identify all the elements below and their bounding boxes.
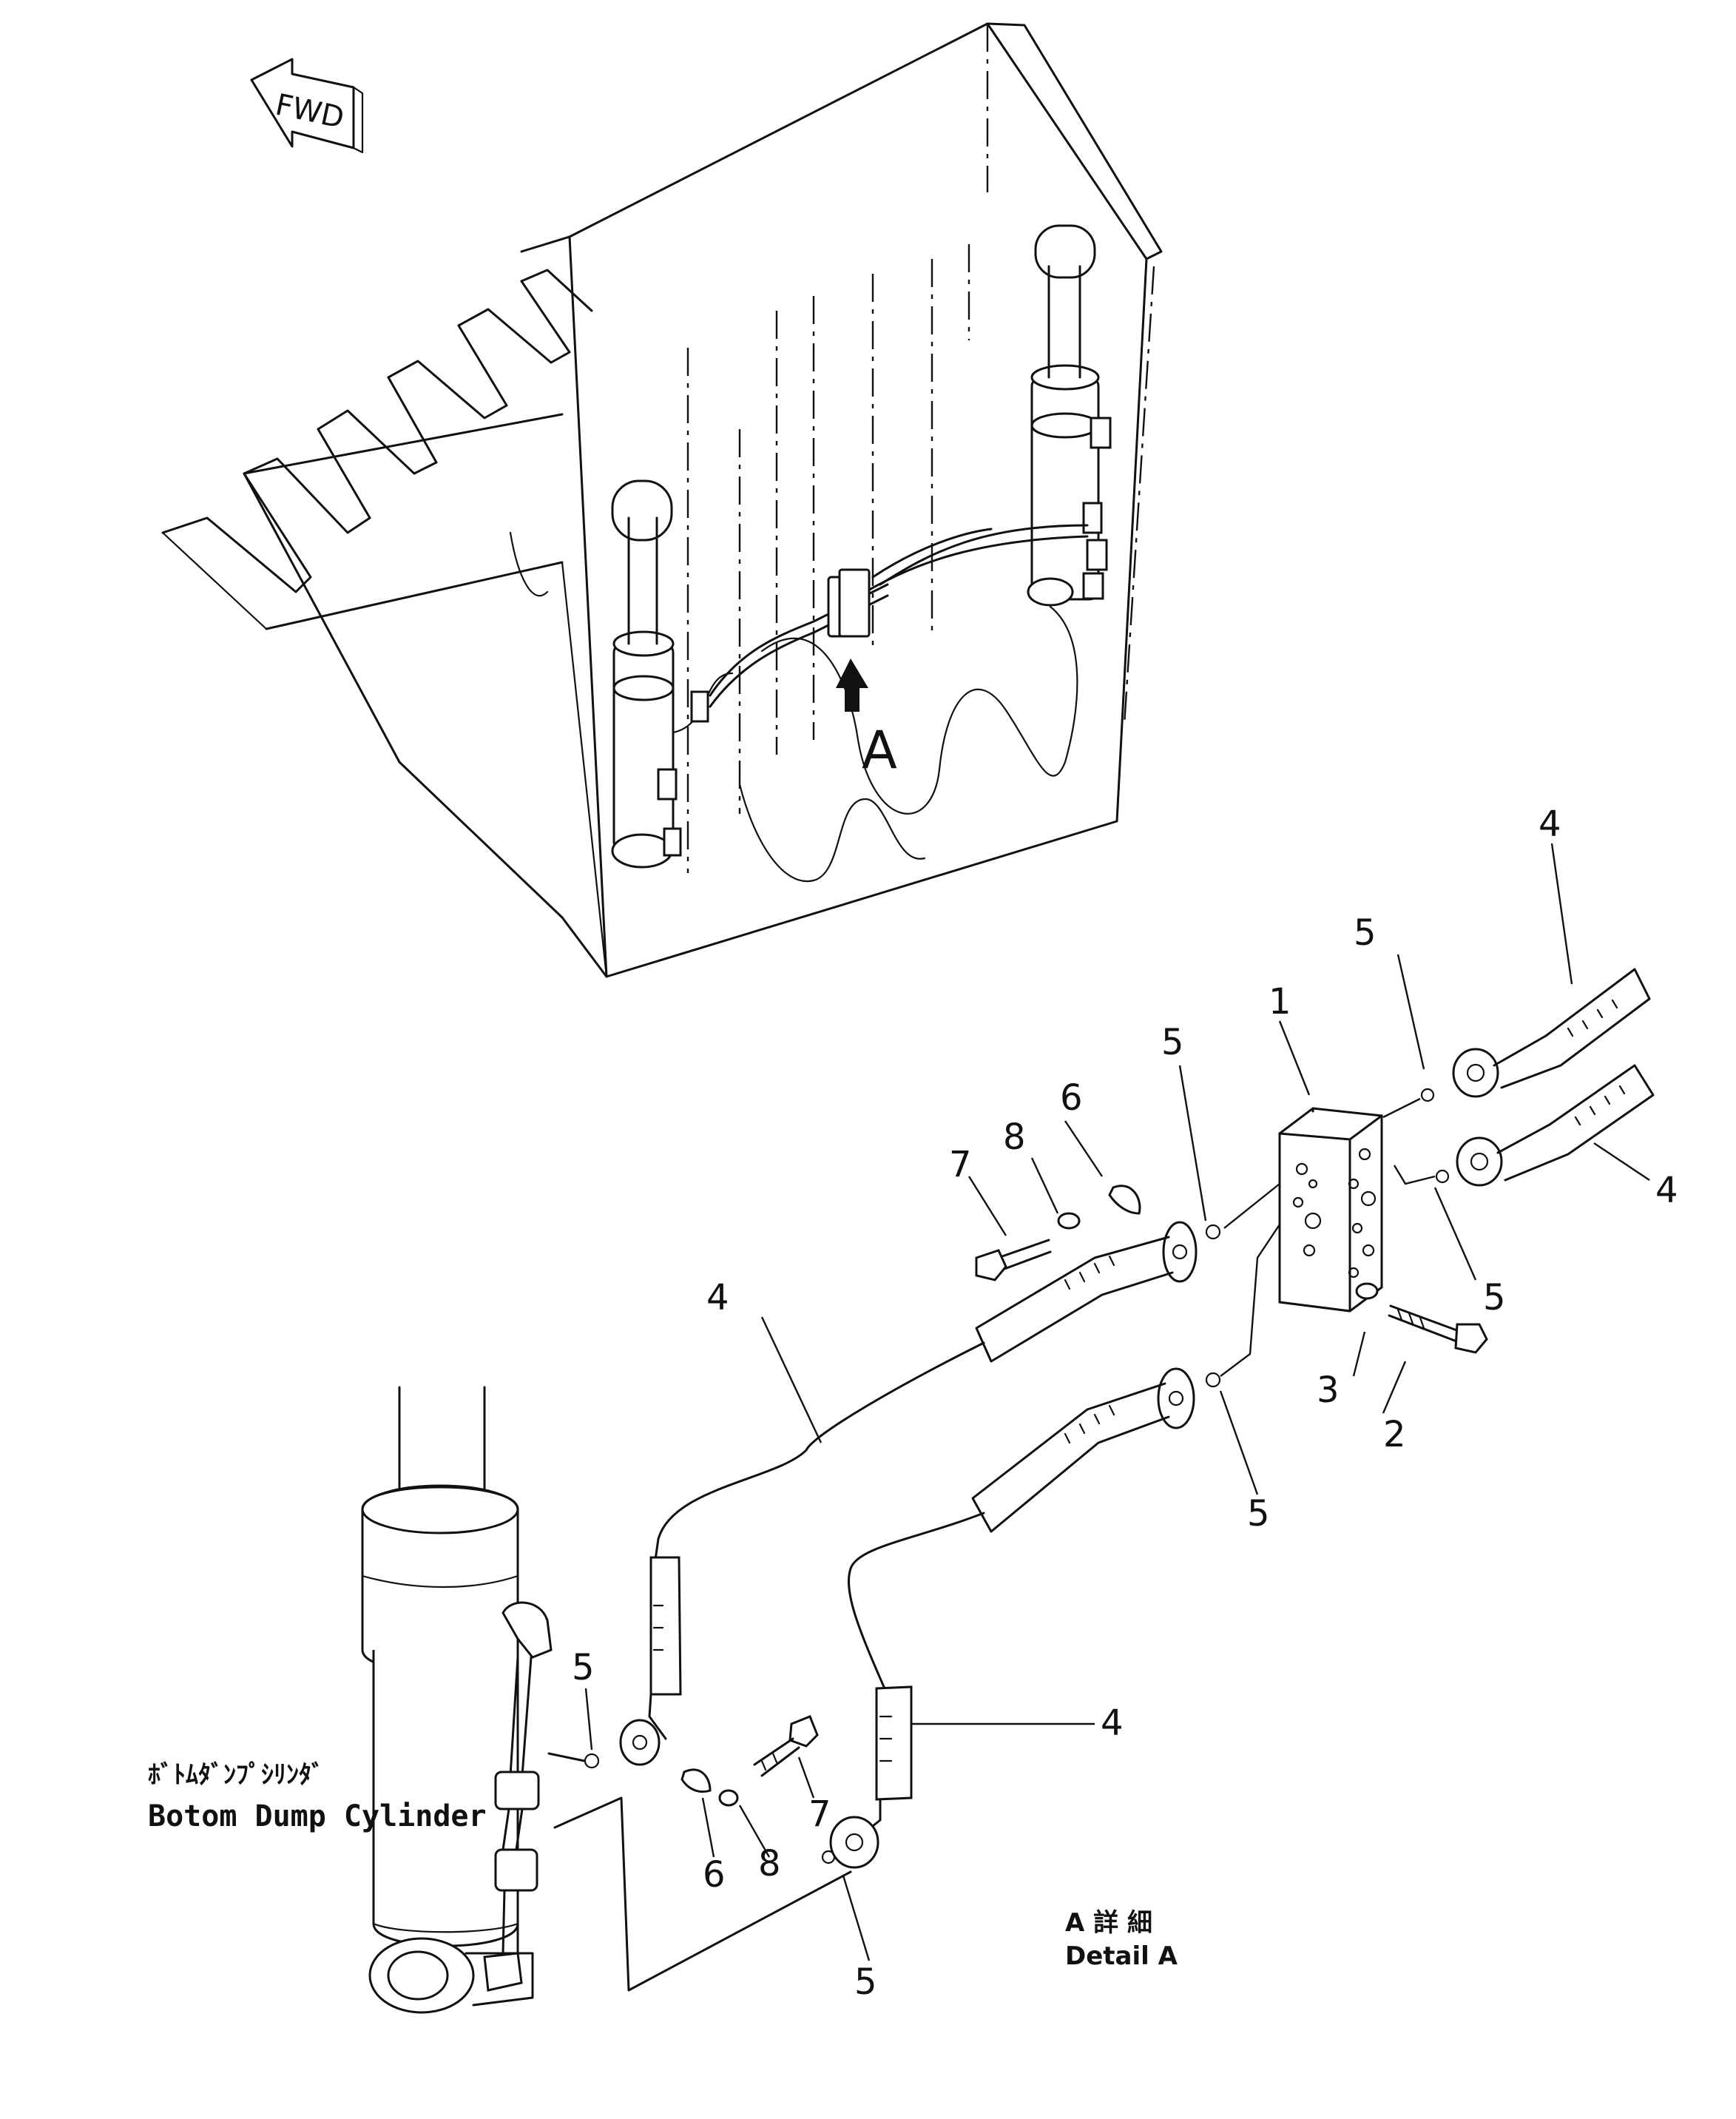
callout-1: 1 <box>1269 981 1291 1023</box>
callout-5-cyl: 5 <box>572 1647 595 1688</box>
view-marker-a: A <box>862 720 897 781</box>
fwd-label: FWD <box>272 88 347 135</box>
callout-5-upper-mid: 5 <box>1161 1022 1184 1063</box>
callout-2: 2 <box>1383 1414 1406 1455</box>
bottom-dump-cylinder <box>361 1386 852 2014</box>
callout-5-mid: 5 <box>1247 1493 1270 1534</box>
detail-label-en: Detail A <box>1065 1941 1178 1971</box>
callout-8-lower: 8 <box>758 1843 781 1884</box>
callout-6-lower: 6 <box>703 1854 726 1896</box>
callout-7-lower: 7 <box>808 1793 831 1835</box>
fwd-arrow-icon: FWD <box>250 58 364 154</box>
clamp-6-lower <box>680 1768 712 1793</box>
cylinder-caption: ﾎﾞﾄﾑﾀﾞﾝﾌﾟｼﾘﾝﾀﾞ Botom Dump Cylinder <box>148 1760 487 1833</box>
hose-lower-middle <box>848 1224 1280 1688</box>
callout-4-right: 4 <box>1655 1170 1678 1211</box>
callout-7-upper: 7 <box>949 1144 972 1185</box>
detail-caption: A 詳 細 Detail A <box>1065 1908 1178 1971</box>
detail-label-jp: A 詳 細 <box>1065 1908 1152 1938</box>
callout-6-upper: 6 <box>1060 1077 1083 1119</box>
callout-3: 3 <box>1317 1370 1340 1411</box>
hose-upper-left <box>653 1183 1280 1566</box>
bolt-2 <box>1388 1304 1488 1354</box>
callout-5-right: 5 <box>1483 1277 1506 1318</box>
washer-8-upper <box>1057 1212 1081 1230</box>
washer-8-lower <box>718 1789 739 1807</box>
o-ring-5-a <box>584 1753 600 1769</box>
bolt-7-lower <box>753 1715 819 1777</box>
hose-lower-right <box>821 1685 1095 1869</box>
washer-3 <box>1355 1282 1379 1300</box>
cylinder-label-en: Botom Dump Cylinder <box>148 1799 487 1833</box>
callout-5-top: 5 <box>1354 912 1377 954</box>
hose-lower-left <box>619 1556 682 1766</box>
callout-4-lower: 4 <box>1101 1702 1124 1744</box>
bolt-7-upper <box>975 1239 1052 1281</box>
cylinder-label-jp: ﾎﾞﾄﾑﾀﾞﾝﾌﾟｼﾘﾝﾀﾞ <box>148 1760 324 1790</box>
detail-a-illustration <box>361 968 1655 2014</box>
clamp-6-upper <box>1108 1185 1141 1215</box>
callout-4-top: 4 <box>1539 804 1561 845</box>
callout-numbers: 1 5 4 4 5 6 8 7 4 5 3 2 5 5 4 6 8 7 5 <box>572 804 1678 2003</box>
callout-5-bottom: 5 <box>854 1961 877 2003</box>
bucket-illustration: A <box>161 22 1163 978</box>
hose-upper-right <box>1382 968 1655 1187</box>
callout-4-left: 4 <box>706 1277 729 1318</box>
manifold-block <box>1278 1107 1383 1313</box>
callout-leaders <box>584 843 1650 1961</box>
callout-8-upper: 8 <box>1003 1116 1026 1158</box>
